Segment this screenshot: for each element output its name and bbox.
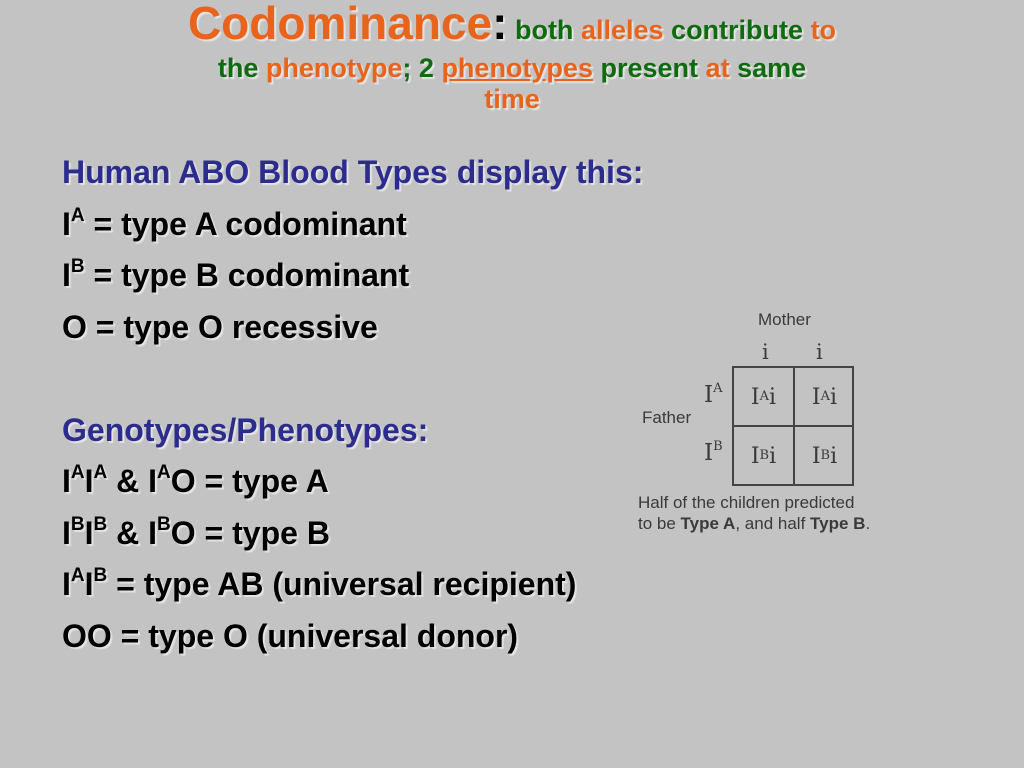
title-colon: : — [492, 0, 508, 49]
caption-bold: Type A — [680, 514, 736, 533]
genotype-b-line: IBIB & IBO = type B — [62, 513, 643, 565]
gt-part: I — [84, 463, 94, 499]
heading-genotypes: Genotypes/Phenotypes: — [62, 411, 429, 448]
gt-part: & I — [107, 514, 158, 551]
caption-part: . — [865, 514, 871, 533]
grid-divider — [734, 425, 852, 427]
title-word: time — [484, 84, 540, 114]
caption-line: Half of the children predicted — [638, 493, 855, 512]
gt-part: & I — [107, 463, 158, 499]
title-word: the — [217, 53, 259, 83]
genotype-o-line: OO = type O (universal donor) — [62, 617, 519, 654]
gt-sup: A — [70, 565, 85, 586]
gt-sup: A — [93, 462, 108, 483]
genotype-ab-line: IAIB = type AB (universal recipient) — [62, 564, 643, 616]
gt-part: = type AB (universal recipient) — [107, 566, 577, 602]
spacer — [62, 358, 643, 410]
cell-base: I — [811, 443, 821, 469]
gt-sup: A — [157, 462, 171, 483]
caption-part: to be — [638, 514, 681, 533]
gt-sup: B — [93, 513, 108, 535]
title-word: both — [514, 15, 574, 45]
title-word: ; — [402, 53, 412, 83]
slide-body: Human ABO Blood Types display this: IA =… — [62, 152, 643, 667]
gt-part: I — [84, 514, 94, 551]
title-word: to — [810, 15, 837, 45]
cell-tail: i — [830, 384, 838, 410]
allele-base: I — [62, 205, 71, 242]
allele-o-line: O = type O recessive — [62, 308, 378, 345]
gt-part: O = type B — [170, 514, 330, 551]
father-label: Father — [642, 408, 692, 427]
caption-line: to be Type A, and half Type B. — [638, 513, 870, 534]
punnett-caption: Half of the children predicted to be Typ… — [638, 492, 870, 534]
slide-title: Codominance: both alleles contribute to … — [40, 0, 984, 114]
title-word: phenotypes — [441, 53, 593, 83]
caption-part: , and half — [735, 514, 811, 533]
father-allele: IA — [704, 382, 722, 408]
title-word: at — [705, 53, 730, 83]
title-word: contribute — [671, 15, 804, 45]
cell-base: I — [750, 443, 760, 469]
heading-abo: Human ABO Blood Types display this: — [62, 154, 644, 190]
father-allele: IB — [704, 440, 723, 466]
mother-label: Mother — [758, 310, 811, 329]
allele-base: I — [62, 257, 71, 293]
allele-b-line: IB = type B codominant — [62, 255, 643, 307]
allele-base: I — [704, 440, 714, 466]
gt-part: I — [62, 566, 71, 602]
gt-part: I — [62, 514, 71, 551]
gt-sup: B — [157, 513, 171, 535]
gt-part: I — [84, 566, 94, 602]
genotype-a-line: IAIA & IAO = type A — [62, 461, 643, 513]
title-word: alleles — [580, 15, 664, 45]
gt-sup: B — [70, 513, 85, 535]
cell-base: I — [811, 384, 821, 410]
allele-desc: = type B codominant — [84, 257, 410, 293]
allele-sup: B — [70, 256, 85, 277]
cell-tail: i — [830, 443, 838, 469]
title-main: Codominance — [187, 0, 493, 49]
allele-base: I — [704, 382, 714, 408]
allele-desc: = type A codominant — [84, 205, 407, 242]
allele-a-line: IA = type A codominant — [62, 204, 643, 256]
cell-base: I — [750, 384, 760, 410]
title-word: present — [600, 53, 699, 83]
allele-sup: A — [713, 381, 723, 396]
caption-bold: Type B — [810, 514, 866, 533]
title-word: phenotype — [265, 53, 403, 83]
cell-tail: i — [769, 384, 777, 410]
allele-sup: A — [70, 204, 85, 226]
gt-sup: A — [70, 462, 85, 483]
gt-sup: B — [93, 565, 108, 586]
title-word: same — [737, 53, 807, 83]
cell-tail: i — [769, 443, 777, 469]
mother-allele: i — [816, 340, 823, 364]
title-word: 2 — [418, 53, 434, 83]
gt-part: O = type A — [170, 463, 329, 499]
allele-sup: B — [713, 439, 723, 454]
gt-part: I — [62, 463, 71, 499]
mother-allele: i — [762, 340, 769, 364]
